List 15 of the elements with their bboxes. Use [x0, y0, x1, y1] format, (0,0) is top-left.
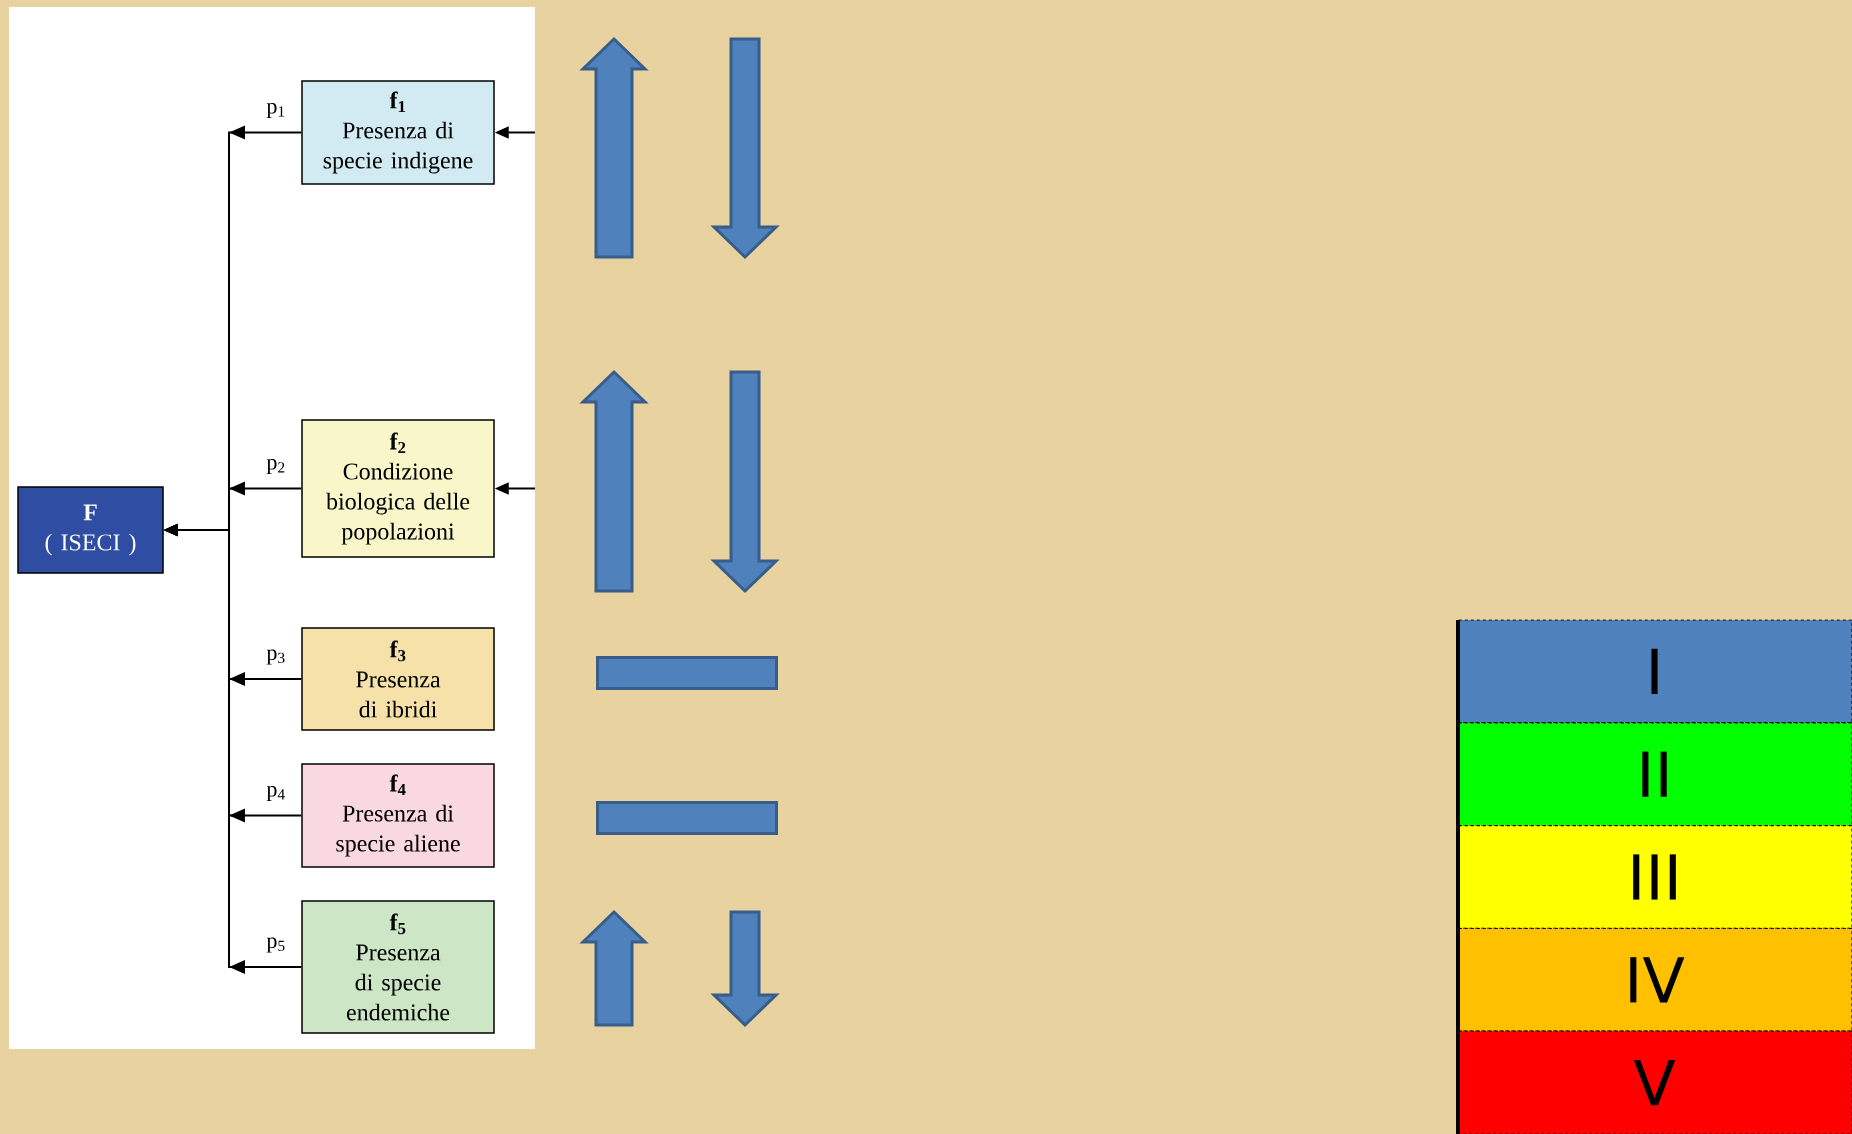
horizontal-bar [596, 801, 778, 835]
index-box: F ( ISECI ) [17, 486, 164, 574]
edge-label: p$_{3}$ [265, 648, 287, 666]
horizontal-bar [596, 656, 778, 690]
class-band: II [1456, 722, 1852, 827]
factor-box: f$_{1}$ Presenza di specie indigene [301, 80, 495, 185]
class-band: IV [1456, 927, 1852, 1032]
class-band: III [1456, 825, 1852, 929]
factor-box: f$_{5}$ Presenza di specie endemiche [301, 900, 495, 1034]
class-band: V [1456, 1030, 1852, 1134]
factor-box: f$_{3}$ Presenza di ibridi [301, 627, 495, 731]
class-band: I [1456, 619, 1852, 724]
factor-box: f$_{2}$ Condizione biologica delle popolazioni [301, 419, 495, 558]
factor-box: f$_{4}$ Presenza di specie aliene [301, 763, 495, 868]
edge-label: p$_{5}$ [265, 936, 287, 954]
